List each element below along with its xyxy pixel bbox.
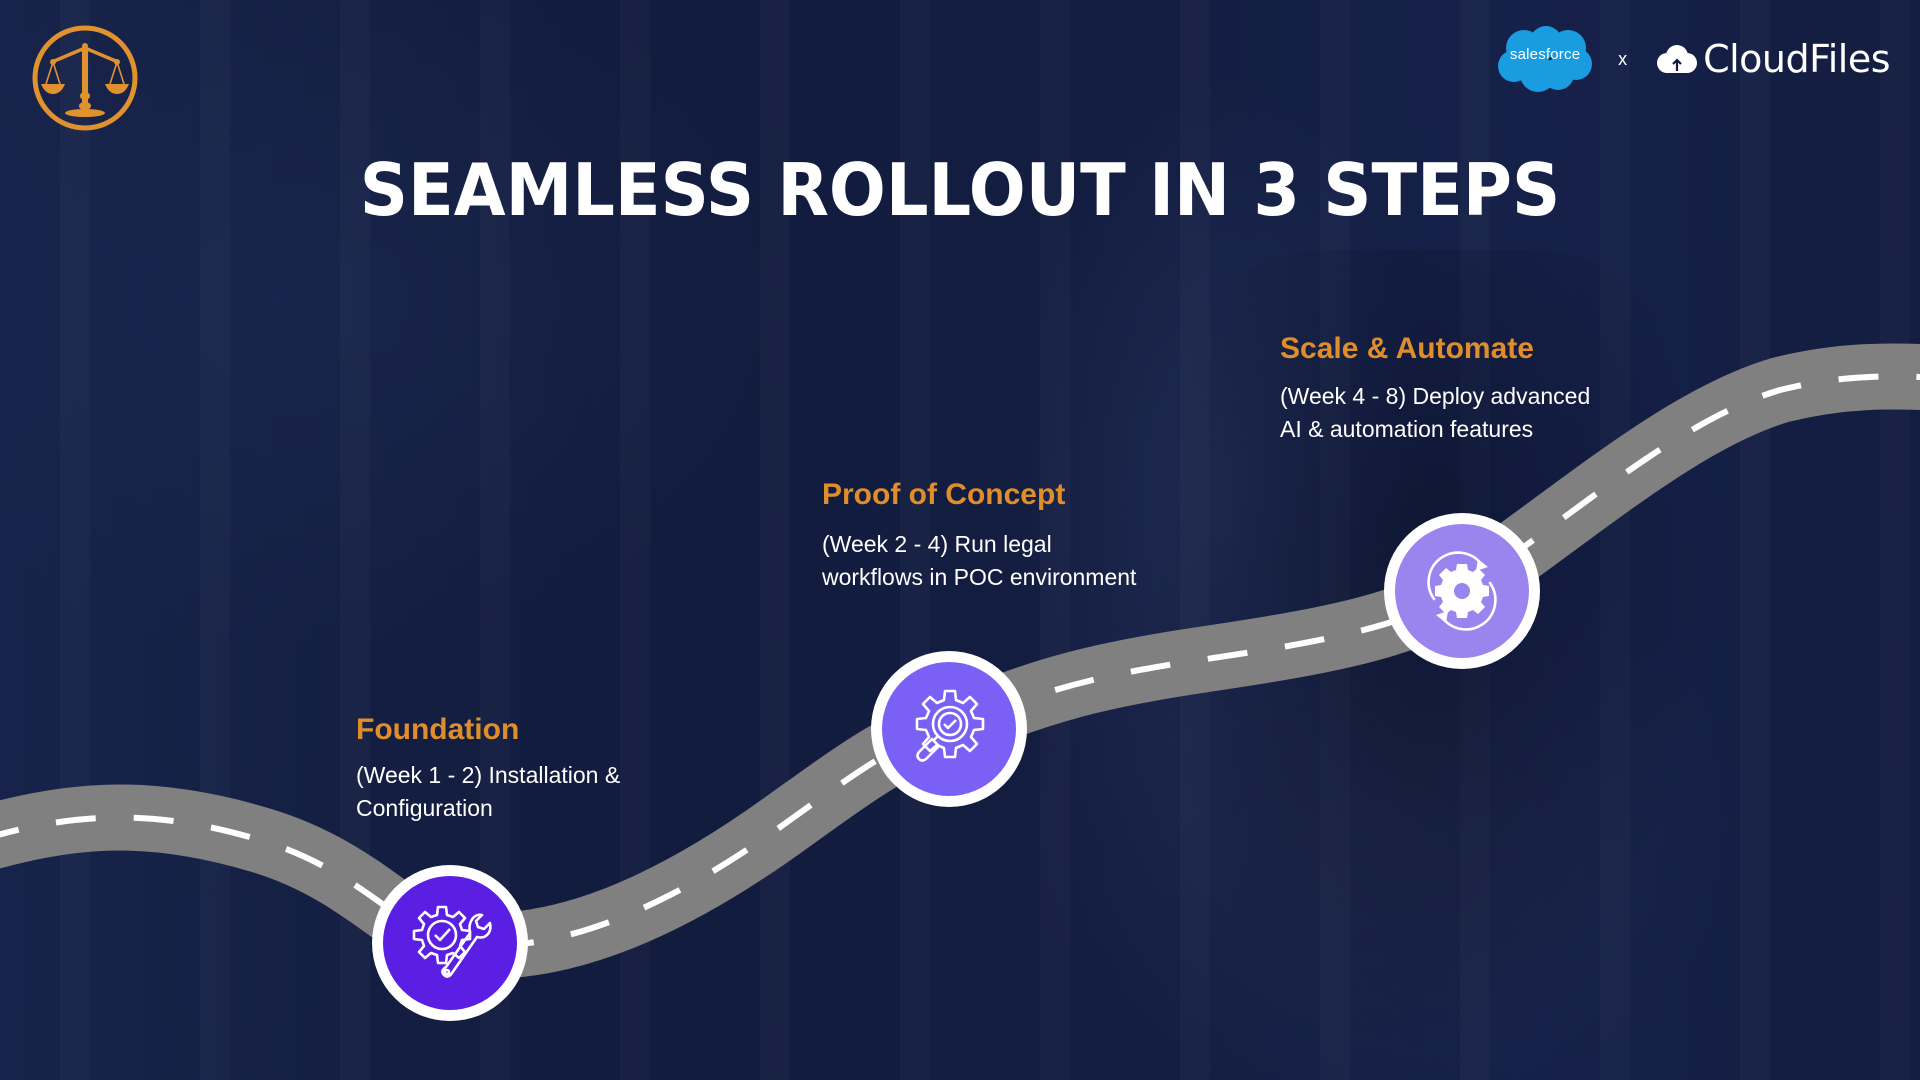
partner-separator: x: [1618, 48, 1628, 69]
partner-logos: salesforce x CloudFiles: [1496, 24, 1890, 94]
salesforce-label: salesforce: [1509, 46, 1581, 63]
step-2-marker: [871, 651, 1027, 807]
gear-magnifier-check-icon: [915, 689, 985, 762]
cloudfiles-logo: CloudFiles: [1655, 37, 1890, 81]
step-3-title: Scale & Automate: [1280, 332, 1534, 365]
scales-of-justice-icon: [31, 24, 139, 132]
step-1-text: Foundation (Week 1 - 2) Installation & C…: [356, 713, 620, 825]
gear-refresh-icon: [1427, 551, 1497, 631]
page-title: SEAMLESS ROLLOUT IN 3 STEPS: [359, 148, 1561, 232]
step-1-marker: [372, 865, 528, 1021]
step-3-description: (Week 4 - 8) Deploy advanced AI & automa…: [1280, 383, 1591, 442]
salesforce-cloud-icon: [1498, 26, 1593, 92]
step-1-title: Foundation: [356, 713, 520, 746]
cloud-upload-icon: [1657, 45, 1698, 73]
step-2-title: Proof of Concept: [822, 478, 1066, 511]
step-2-description: (Week 2 - 4) Run legal workflows in POC …: [822, 531, 1137, 590]
step-3-marker: [1384, 513, 1540, 669]
step-1-description: (Week 1 - 2) Installation & Configuratio…: [356, 762, 621, 821]
step-2-text: Proof of Concept (Week 2 - 4) Run legal …: [822, 478, 1136, 594]
gear-check-wrench-icon: [412, 905, 492, 978]
cloudfiles-label: CloudFiles: [1703, 37, 1890, 81]
salesforce-logo: salesforce: [1496, 24, 1594, 94]
step-3-text: Scale & Automate (Week 4 - 8) Deploy adv…: [1280, 332, 1590, 446]
